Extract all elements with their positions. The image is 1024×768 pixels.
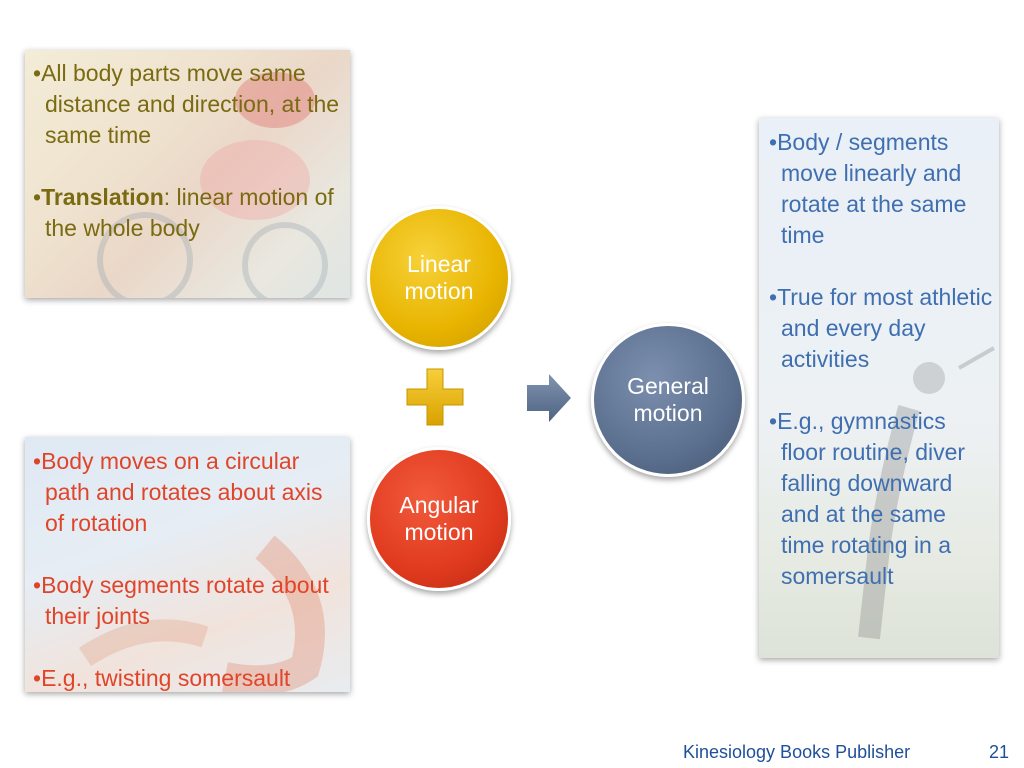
- bullet-item: •E.g., twisting somersault: [33, 665, 291, 691]
- bullet-item: •Body / segments move linearly and rotat…: [769, 129, 967, 248]
- general-text: •Body / segments move linearly and rotat…: [769, 127, 995, 592]
- somersault-background-image: [25, 437, 350, 692]
- bullet-item: •E.g., gymnastics floor routine, diver f…: [769, 408, 966, 589]
- translation-panel: •All body parts move same distance and d…: [25, 50, 350, 298]
- page-number: 21: [989, 742, 1010, 762]
- bullet-item: •True for most athletic and every day ac…: [769, 284, 993, 372]
- bullet-item: •All body parts move same distance and d…: [33, 60, 340, 148]
- general-panel: •Body / segments move linearly and rotat…: [759, 118, 999, 658]
- bullet-item: •Body moves on a circular path and rotat…: [33, 448, 323, 536]
- general-motion-label: General motion: [627, 373, 709, 426]
- arrow-right-icon: [527, 374, 571, 422]
- plus-icon: [406, 368, 464, 426]
- cyclist-background-image: [25, 50, 350, 298]
- linear-motion-node: Linear motion: [367, 206, 511, 350]
- general-motion-node: General motion: [591, 323, 745, 477]
- bullet-item: •Translation: linear motion of the whole…: [33, 184, 334, 241]
- angular-motion-label: Angular motion: [399, 492, 479, 545]
- angular-panel: •Body moves on a circular path and rotat…: [25, 437, 350, 692]
- golfer-background-image: [759, 118, 999, 658]
- linear-motion-label: Linear motion: [404, 251, 474, 304]
- translation-text: •All body parts move same distance and d…: [33, 58, 343, 244]
- publisher-footer: Kinesiology Books Publisher: [683, 742, 911, 762]
- angular-text: •Body moves on a circular path and rotat…: [33, 446, 345, 692]
- angular-motion-node: Angular motion: [367, 447, 511, 591]
- bullet-item: •Body segments rotate about their joints: [33, 572, 329, 629]
